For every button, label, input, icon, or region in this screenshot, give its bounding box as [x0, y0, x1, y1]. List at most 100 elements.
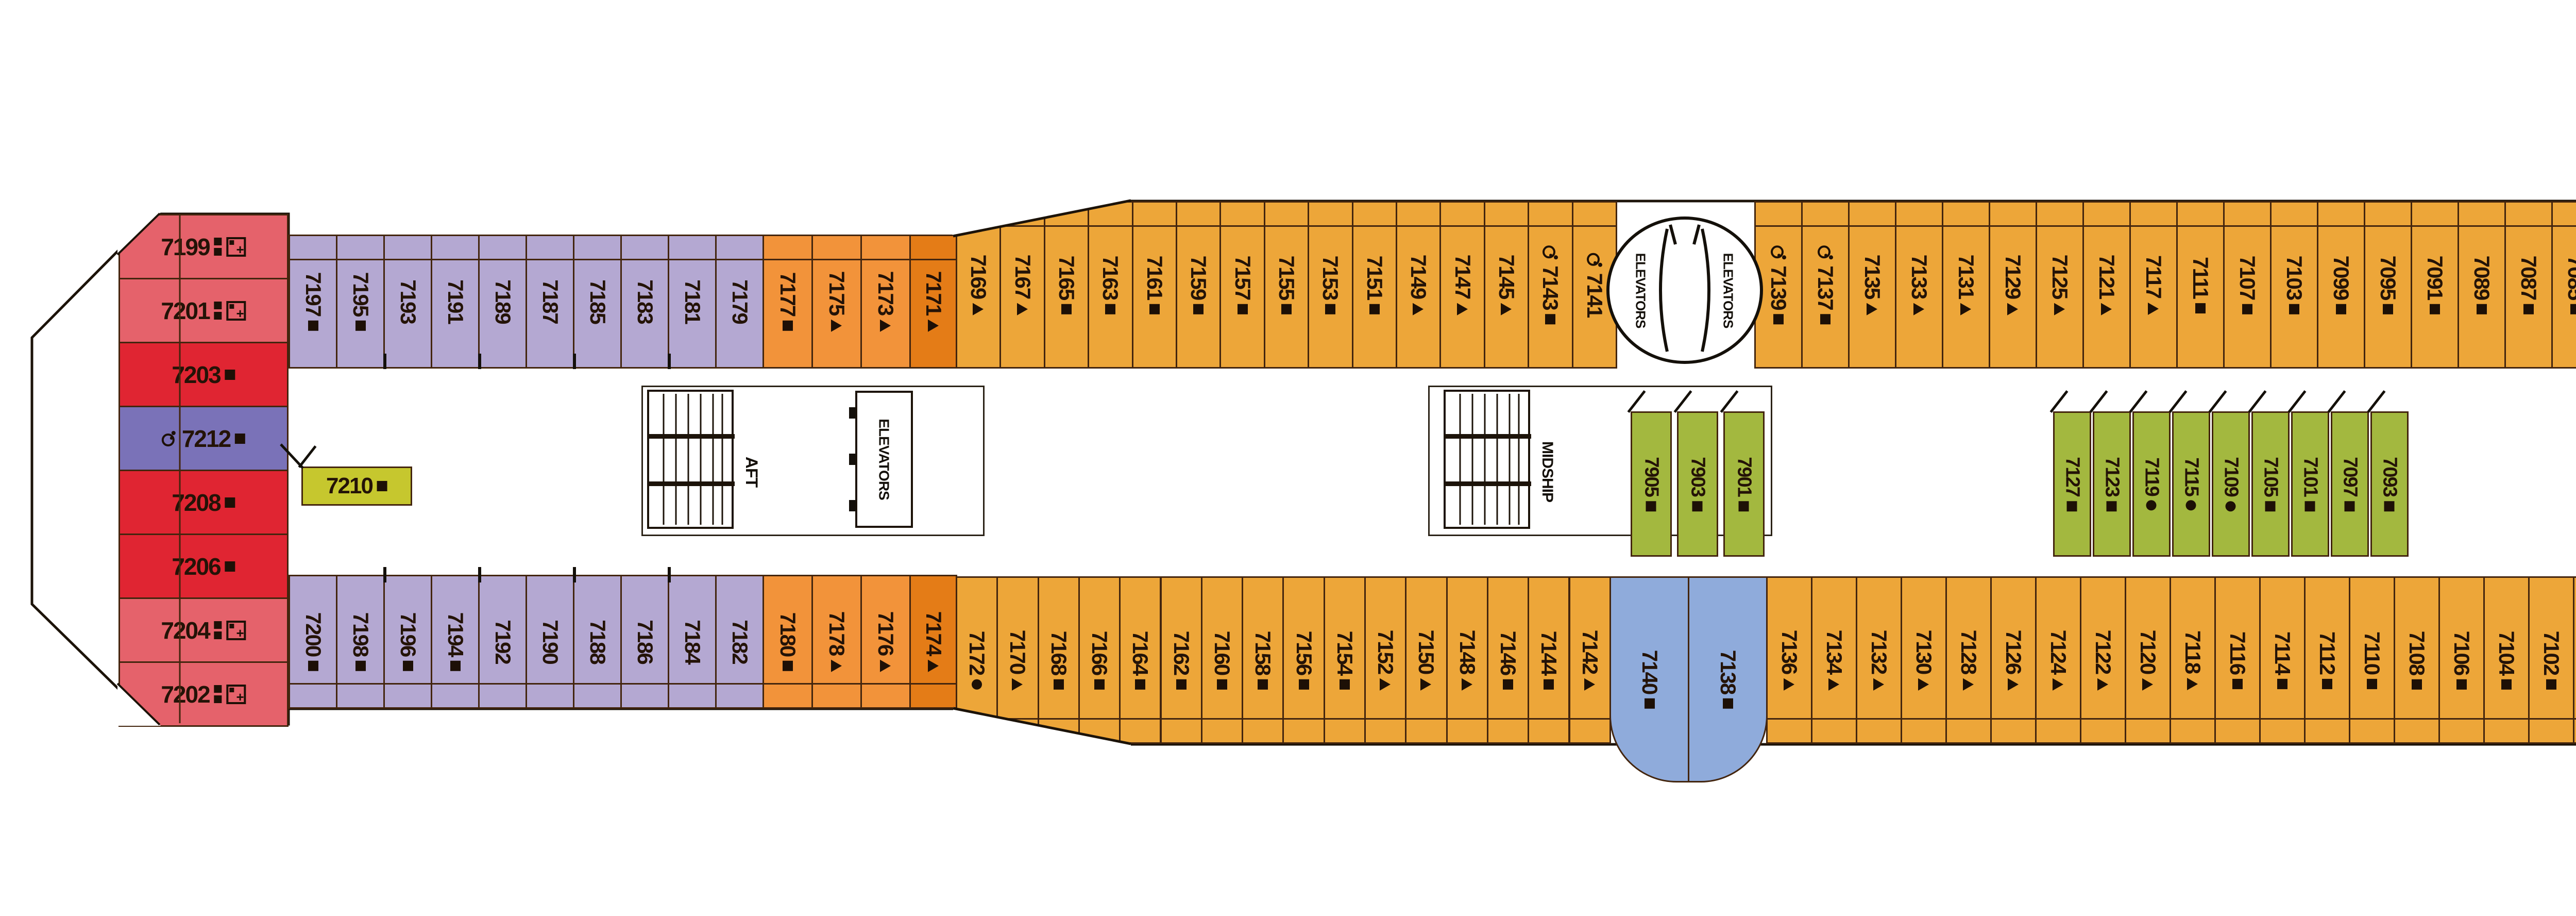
cabin-7175[interactable]: 7175 [811, 235, 862, 369]
cabin-7148[interactable]: 7148 [1446, 576, 1488, 744]
cabin-7114[interactable]: 7114 [2259, 576, 2306, 744]
cabin-7128[interactable]: 7128 [1945, 576, 1992, 744]
cabin-7101[interactable]: 7101 [2291, 411, 2329, 557]
cabin-7151[interactable]: 7151 [1351, 201, 1397, 369]
cabin-7196[interactable]: 7196 [383, 575, 432, 709]
cabin-7168[interactable]: 7168 [1037, 576, 1080, 744]
cabin-7166[interactable]: 7166 [1078, 576, 1121, 744]
cabin-7105[interactable]: 7105 [2251, 411, 2290, 557]
cabin-7180[interactable]: 7180 [762, 575, 813, 709]
cabin-7089[interactable]: 7089 [2458, 201, 2506, 369]
cabin-7142[interactable]: 7142 [1568, 576, 1611, 744]
cabin-7125[interactable]: 7125 [2036, 201, 2084, 369]
cabin-7210[interactable]: 7210 [301, 467, 412, 506]
cabin-7188[interactable]: 7188 [573, 575, 622, 709]
cabin-7115[interactable]: 7115 [2172, 411, 2210, 557]
cabin-7905[interactable]: 7905 [1631, 411, 1672, 557]
cabin-7169[interactable]: 7169 [956, 201, 1002, 369]
cabin-7184[interactable]: 7184 [668, 575, 717, 709]
cabin-7099[interactable]: 7099 [2317, 201, 2365, 369]
cabin-7165[interactable]: 7165 [1043, 201, 1090, 369]
cabin-7149[interactable]: 7149 [1396, 201, 1442, 369]
cabin-7108[interactable]: 7108 [2394, 576, 2440, 744]
cabin-7091[interactable]: 7091 [2411, 201, 2459, 369]
cabin-7150[interactable]: 7150 [1405, 576, 1448, 744]
midship-elevators-bubble[interactable]: ELEVATORS ELEVATORS [1606, 216, 1763, 364]
cabin-7137[interactable]: 7137 [1801, 201, 1850, 369]
cabin-7204[interactable]: 7204 [118, 597, 289, 663]
cabin-7123[interactable]: 7123 [2093, 411, 2131, 557]
cabin-7171[interactable]: 7171 [909, 235, 957, 369]
cabin-7176[interactable]: 7176 [860, 575, 911, 709]
cabin-7152[interactable]: 7152 [1364, 576, 1407, 744]
cabin-7183[interactable]: 7183 [620, 235, 669, 369]
cabin-7095[interactable]: 7095 [2364, 201, 2412, 369]
cabin-7197[interactable]: 7197 [289, 235, 337, 369]
cabin-7193[interactable]: 7193 [383, 235, 432, 369]
cabin-7167[interactable]: 7167 [999, 201, 1045, 369]
cabin-7138[interactable]: 7138 [1688, 576, 1768, 782]
cabin-7178[interactable]: 7178 [811, 575, 862, 709]
cabin-7116[interactable]: 7116 [2214, 576, 2261, 744]
cabin-7154[interactable]: 7154 [1323, 576, 1366, 744]
cabin-7106[interactable]: 7106 [2438, 576, 2485, 744]
cabin-7182[interactable]: 7182 [715, 575, 764, 709]
cabin-7208[interactable]: 7208 [118, 470, 289, 535]
cabin-7117[interactable]: 7117 [2129, 201, 2178, 369]
cabin-7191[interactable]: 7191 [431, 235, 480, 369]
cabin-7144[interactable]: 7144 [1528, 576, 1570, 744]
cabin-7107[interactable]: 7107 [2223, 201, 2272, 369]
cabin-7093[interactable]: 7093 [2370, 411, 2409, 557]
cabin-7189[interactable]: 7189 [478, 235, 527, 369]
cabin-7155[interactable]: 7155 [1263, 201, 1310, 369]
cabin-7153[interactable]: 7153 [1308, 201, 1353, 369]
cabin-7104[interactable]: 7104 [2483, 576, 2530, 744]
cabin-7112[interactable]: 7112 [2304, 576, 2350, 744]
cabin-7131[interactable]: 7131 [1942, 201, 1990, 369]
cabin-7136[interactable]: 7136 [1766, 576, 1812, 744]
cabin-7181[interactable]: 7181 [668, 235, 717, 369]
cabin-7201[interactable]: 7201 [118, 278, 289, 343]
cabin-7102[interactable]: 7102 [2528, 576, 2574, 744]
cabin-7198[interactable]: 7198 [336, 575, 385, 709]
cabin-7903[interactable]: 7903 [1677, 411, 1718, 557]
cabin-7124[interactable]: 7124 [2035, 576, 2081, 744]
cabin-7195[interactable]: 7195 [336, 235, 385, 369]
cabin-7160[interactable]: 7160 [1200, 576, 1244, 744]
cabin-7202[interactable]: 7202 [118, 661, 289, 727]
cabin-7087[interactable]: 7087 [2504, 201, 2553, 369]
cabin-7110[interactable]: 7110 [2349, 576, 2395, 744]
cabin-7132[interactable]: 7132 [1856, 576, 1902, 744]
cabin-7133[interactable]: 7133 [1895, 201, 1943, 369]
cabin-7118[interactable]: 7118 [2170, 576, 2216, 744]
cabin-7185[interactable]: 7185 [573, 235, 622, 369]
cabin-7157[interactable]: 7157 [1219, 201, 1265, 369]
cabin-7163[interactable]: 7163 [1088, 201, 1133, 369]
cabin-7156[interactable]: 7156 [1282, 576, 1325, 744]
cabin-7134[interactable]: 7134 [1811, 576, 1857, 744]
cabin-7130[interactable]: 7130 [1901, 576, 1947, 744]
cabin-7173[interactable]: 7173 [860, 235, 911, 369]
cabin-7145[interactable]: 7145 [1483, 201, 1530, 369]
cabin-7179[interactable]: 7179 [715, 235, 764, 369]
cabin-7111[interactable]: 7111 [2176, 201, 2225, 369]
cabin-7143[interactable]: 7143 [1528, 201, 1573, 369]
cabin-7146[interactable]: 7146 [1486, 576, 1530, 744]
cabin-7100[interactable]: 7100 [2573, 576, 2576, 744]
cabin-7159[interactable]: 7159 [1176, 201, 1222, 369]
cabin-7127[interactable]: 7127 [2053, 411, 2091, 557]
cabin-7126[interactable]: 7126 [1990, 576, 2037, 744]
cabin-7135[interactable]: 7135 [1848, 201, 1896, 369]
cabin-7187[interactable]: 7187 [526, 235, 574, 369]
cabin-7109[interactable]: 7109 [2212, 411, 2250, 557]
cabin-7158[interactable]: 7158 [1242, 576, 1284, 744]
cabin-7177[interactable]: 7177 [762, 235, 813, 369]
cabin-7140[interactable]: 7140 [1609, 576, 1689, 782]
cabin-7170[interactable]: 7170 [996, 576, 1039, 744]
cabin-7212[interactable]: 7212 [118, 406, 289, 471]
aft-elevators[interactable]: ELEVATORS [849, 391, 913, 528]
cabin-7200[interactable]: 7200 [289, 575, 337, 709]
cabin-7122[interactable]: 7122 [2080, 576, 2126, 744]
cabin-7161[interactable]: 7161 [1131, 201, 1177, 369]
cabin-7097[interactable]: 7097 [2331, 411, 2369, 557]
